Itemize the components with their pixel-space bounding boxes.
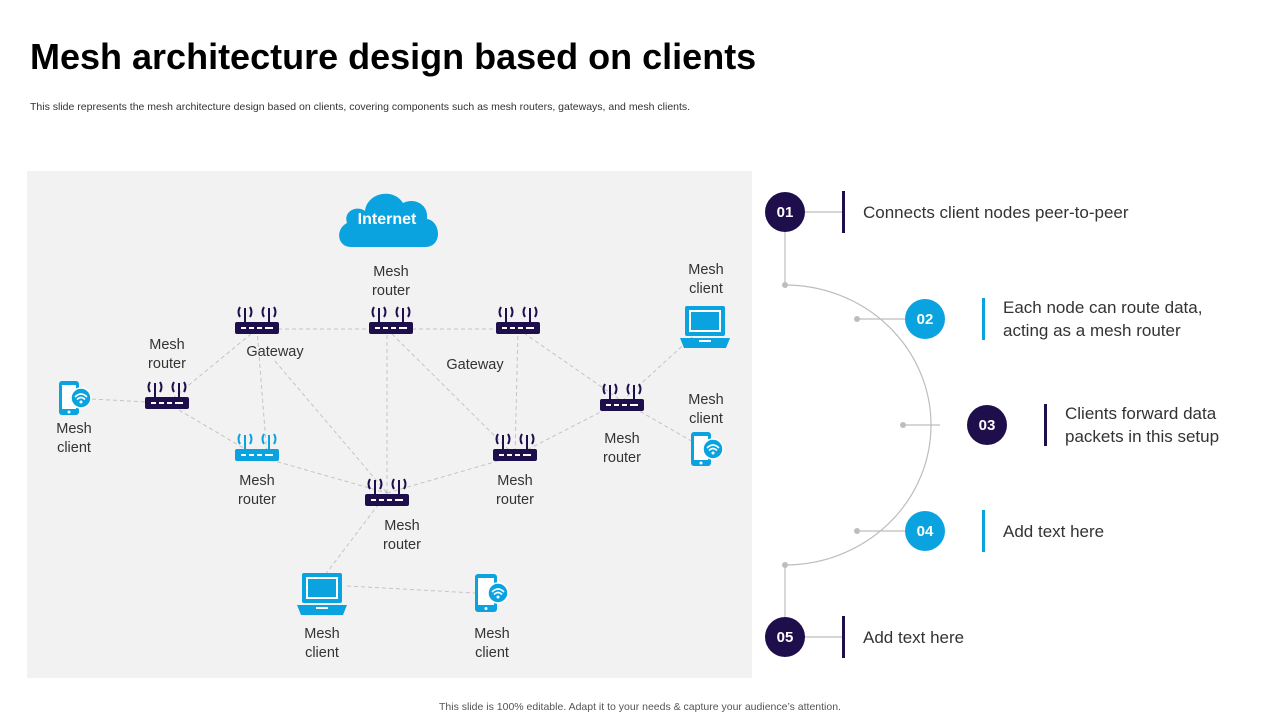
step-5-bar [842,616,845,658]
step-2-number: 02 [905,299,945,339]
step-5-text: Add text here [863,628,965,647]
mesh-router-left-icon [145,381,189,409]
footer-note: This slide is 100% editable. Adapt it to… [439,701,841,713]
laptop-client-bottom-icon [297,573,347,615]
diagram-panel: Internet [27,171,752,678]
mesh-router-right-icon [600,383,644,411]
gateway-router-icon [235,306,279,334]
step-3-bar [1044,404,1047,446]
label-gateway-right: Gateway [446,357,504,373]
step-2-text: Each node can route data, acting as a me… [1003,298,1203,340]
step-1-number: 01 [765,192,805,232]
mesh-router-top-icon [369,306,413,334]
mesh-router-mid-right-icon [493,433,537,461]
label-gateway-left: Gateway [246,344,304,360]
gateway-right-router-icon [496,306,540,334]
phone-client-left-icon [59,381,92,415]
phone-client-right-icon [691,432,724,466]
step-4-text: Add text here [1003,522,1105,541]
step-3-number: 03 [967,405,1007,445]
step-1-bar [842,191,845,233]
step-4-number: 04 [905,511,945,551]
timeline-arc [782,211,940,638]
internet-cloud-icon [339,193,438,247]
step-5-number: 05 [765,617,805,657]
mesh-router-mid-left-icon [235,433,279,461]
step-3-text: Clients forward data packets in this set… [1065,404,1220,446]
phone-client-bottom-icon [475,574,509,612]
step-1-text: Connects client nodes peer-to-peer [863,203,1129,222]
page-subtitle: This slide represents the mesh architect… [30,101,691,113]
page-title: Mesh architecture design based on client… [30,36,757,77]
laptop-client-top-right-icon [680,306,730,348]
mesh-router-center-icon [365,478,409,506]
step-2-bar [982,298,985,340]
step-4-bar [982,510,985,552]
